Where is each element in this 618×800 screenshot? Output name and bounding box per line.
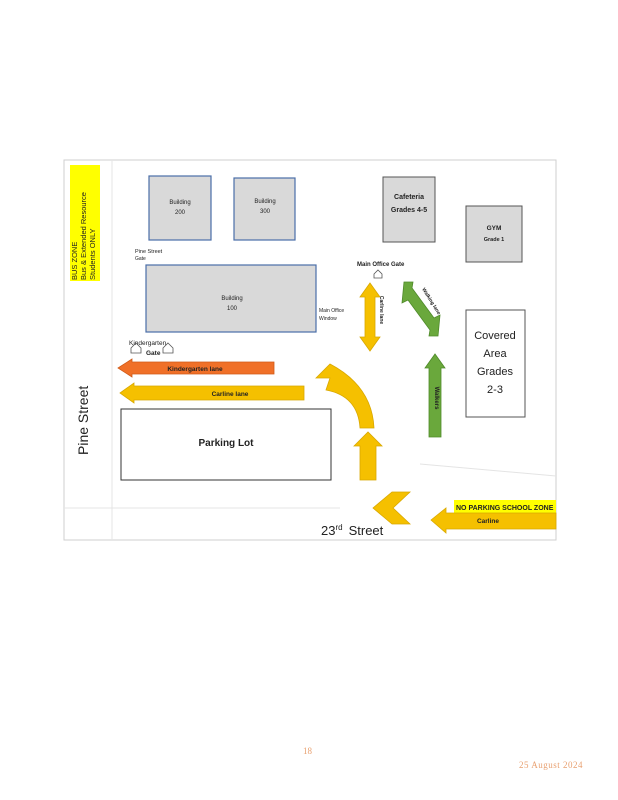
covered-area-label-4: 2-3 bbox=[487, 384, 503, 396]
pine-street-gate-label: Pine Street bbox=[135, 249, 163, 255]
kindergarten-gate-label: Kindergarten bbox=[129, 340, 167, 347]
building-200-label: Building bbox=[169, 200, 190, 206]
main-office-gate-label: Main Office Gate bbox=[357, 262, 405, 268]
building-300 bbox=[233, 177, 296, 241]
no-parking-label: NO PARKING SCHOOL ZONE bbox=[456, 505, 554, 512]
gate-icon bbox=[130, 342, 142, 354]
gym-grade: Grade 1 bbox=[484, 237, 504, 243]
building-300-number: 300 bbox=[260, 209, 271, 215]
main-office-window-label: Main Office bbox=[319, 308, 344, 314]
main-office-window-sub: Window bbox=[319, 316, 337, 322]
building-300-label: Building bbox=[254, 199, 275, 205]
covered-area-label-2: Area bbox=[483, 348, 507, 360]
bus-zone-label: BUS ZONE Bus & Extended Resource Student… bbox=[70, 192, 97, 280]
parking-lot-label: Parking Lot bbox=[198, 438, 254, 449]
gate-icon bbox=[373, 269, 383, 279]
street-edge-right bbox=[419, 463, 557, 477]
gym-label: GYM bbox=[487, 225, 502, 232]
carline-up-arrow bbox=[353, 431, 383, 481]
svg-text:Students ONLY: Students ONLY bbox=[88, 228, 97, 280]
covered-area-label-3: Grades bbox=[477, 366, 514, 378]
carline-entry-label: Carline bbox=[477, 518, 499, 525]
svg-text:Bus & Extended Resource: Bus & Extended Resource bbox=[79, 192, 88, 280]
pine-street-gate-sub: Gate bbox=[135, 256, 146, 262]
cafeteria-label: Cafeteria bbox=[394, 194, 424, 201]
bus-zone-box bbox=[70, 165, 100, 281]
footer-date: 25 August 2024 bbox=[519, 760, 584, 770]
carline-curve-arrow bbox=[315, 363, 375, 429]
page-number: 18 bbox=[303, 746, 312, 756]
building-100-label: Building bbox=[221, 296, 242, 302]
svg-text:BUS ZONE: BUS ZONE bbox=[70, 242, 79, 280]
gym bbox=[465, 205, 523, 263]
kindergarten-lane-label: Kindergarten lane bbox=[167, 366, 223, 373]
cafeteria-grades: Grades 4-5 bbox=[391, 207, 427, 214]
walkers-arrow bbox=[424, 353, 446, 438]
building-100 bbox=[145, 264, 317, 333]
no-parking-sign bbox=[454, 500, 556, 513]
kindergarten-gate-sub: Gate bbox=[146, 350, 161, 357]
carline-vertical-label: Carline lane bbox=[378, 296, 384, 325]
carline-lane-label: Carline lane bbox=[212, 391, 249, 398]
covered-area bbox=[465, 309, 526, 418]
walkers-label: Walkers bbox=[433, 387, 439, 410]
building-200-number: 200 bbox=[175, 210, 186, 216]
walking-lane-arrow bbox=[401, 281, 441, 337]
cafeteria bbox=[382, 176, 436, 243]
pine-street-label: Pine Street bbox=[75, 386, 91, 455]
building-200 bbox=[148, 175, 212, 241]
kindergarten-lane-arrow bbox=[117, 358, 275, 378]
carline-lane-arrow bbox=[119, 382, 305, 404]
carline-chevron-arrow bbox=[372, 491, 412, 525]
parking-lot bbox=[120, 408, 332, 481]
gate-icon bbox=[162, 342, 174, 354]
carline-entry-arrow bbox=[430, 507, 557, 534]
building-100-number: 100 bbox=[227, 306, 238, 312]
covered-area-label-1: Covered bbox=[474, 330, 516, 342]
carline-vertical-arrow bbox=[359, 282, 381, 352]
